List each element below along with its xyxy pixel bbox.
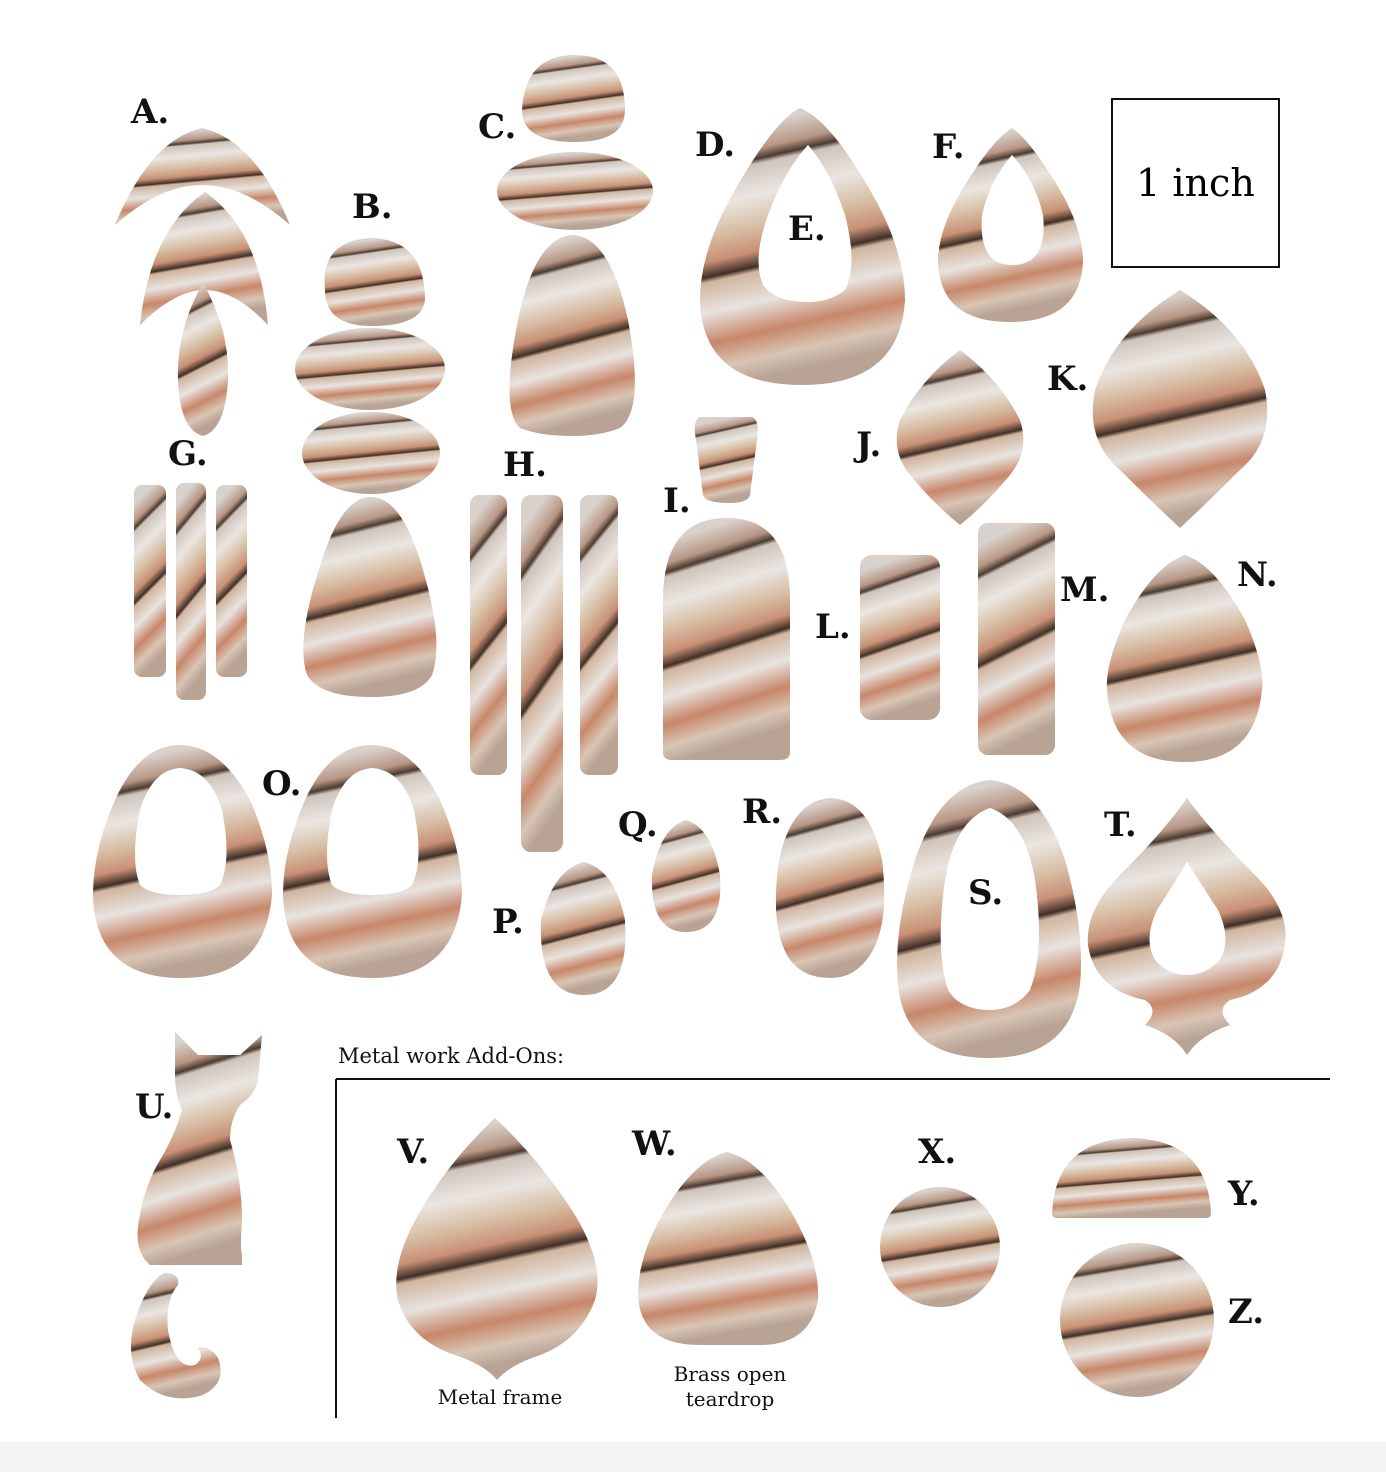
label-x: X. — [918, 1132, 957, 1172]
label-e: E. — [788, 209, 826, 249]
one-inch-scale-box: 1 inch — [1111, 98, 1280, 268]
label-n: N. — [1237, 555, 1278, 595]
shape-h-bar-left — [470, 495, 507, 775]
label-i: I. — [663, 481, 691, 521]
shape-z-circle — [1060, 1243, 1214, 1397]
shape-o-left — [93, 745, 272, 978]
label-p: P. — [492, 902, 524, 942]
label-l: L. — [815, 607, 851, 647]
label-f: F. — [932, 127, 965, 167]
shape-x-circle — [880, 1187, 1000, 1307]
shape-l-rectangle — [860, 555, 940, 720]
shape-s-teardrop — [897, 780, 1081, 1058]
shape-b-middle — [295, 328, 445, 410]
label-w: W. — [632, 1124, 677, 1164]
label-s: S. — [968, 873, 1004, 913]
metal-section-title: Metal work Add-Ons: — [338, 1044, 565, 1068]
label-r: R. — [742, 792, 783, 832]
shape-v-metal-frame — [396, 1118, 598, 1380]
shape-g-bar-right — [216, 485, 247, 677]
shape-d-teardrop — [700, 108, 905, 385]
shape-b-bottom — [302, 412, 440, 494]
label-z: Z. — [1228, 1292, 1265, 1332]
label-b: B. — [352, 187, 393, 227]
shape-j-lamp — [896, 350, 1024, 525]
shape-b-large-drop — [303, 497, 437, 697]
shape-a-top — [115, 128, 290, 225]
shape-c-bottom — [509, 235, 635, 436]
shape-u-tail — [131, 1273, 221, 1399]
shape-h-bar-center — [521, 495, 563, 852]
label-k: K. — [1047, 359, 1089, 399]
shape-m-rectangle — [978, 523, 1055, 755]
shape-i-top — [694, 417, 758, 503]
label-q: Q. — [618, 805, 658, 845]
shape-u-cat — [137, 1032, 262, 1265]
label-j: J. — [856, 425, 882, 465]
label-u: U. — [135, 1087, 174, 1127]
shape-y-half-circle — [1052, 1138, 1211, 1218]
shape-g-bar-left — [134, 485, 166, 677]
shape-q-egg — [651, 820, 721, 932]
shape-a-bottom — [177, 283, 229, 436]
label-y: Y. — [1228, 1174, 1260, 1214]
shape-g-bar-center — [176, 483, 206, 700]
label-v: V. — [397, 1132, 430, 1172]
shape-p-egg — [540, 862, 626, 995]
shape-c-middle — [497, 152, 653, 230]
caption-brass-open-teardrop: Brass open teardrop — [673, 1362, 787, 1411]
label-c: C. — [478, 107, 517, 147]
label-m: M. — [1060, 570, 1110, 610]
label-h: H. — [503, 445, 547, 485]
shape-r-oval — [775, 798, 885, 978]
shape-o-right — [283, 745, 462, 978]
label-t: T. — [1104, 805, 1137, 845]
shape-h-bar-right — [580, 495, 618, 775]
shape-i-arch — [663, 518, 790, 760]
shape-f-teardrop — [938, 128, 1083, 322]
page-footer-strip — [0, 1442, 1386, 1472]
shape-b-top — [324, 238, 425, 326]
shape-k-lamp — [1092, 290, 1268, 528]
shape-c-top — [522, 55, 625, 142]
label-o: O. — [262, 764, 302, 804]
caption-metal-frame: Metal frame — [437, 1385, 563, 1409]
shape-t-ornament — [1087, 798, 1286, 1055]
label-d: D. — [695, 125, 736, 165]
shape-n-teardrop — [1106, 555, 1263, 762]
label-g: G. — [168, 434, 208, 474]
shape-w-brass-open-teardrop — [638, 1152, 819, 1345]
shape-a-middle — [140, 192, 268, 325]
label-a: A. — [131, 92, 170, 132]
